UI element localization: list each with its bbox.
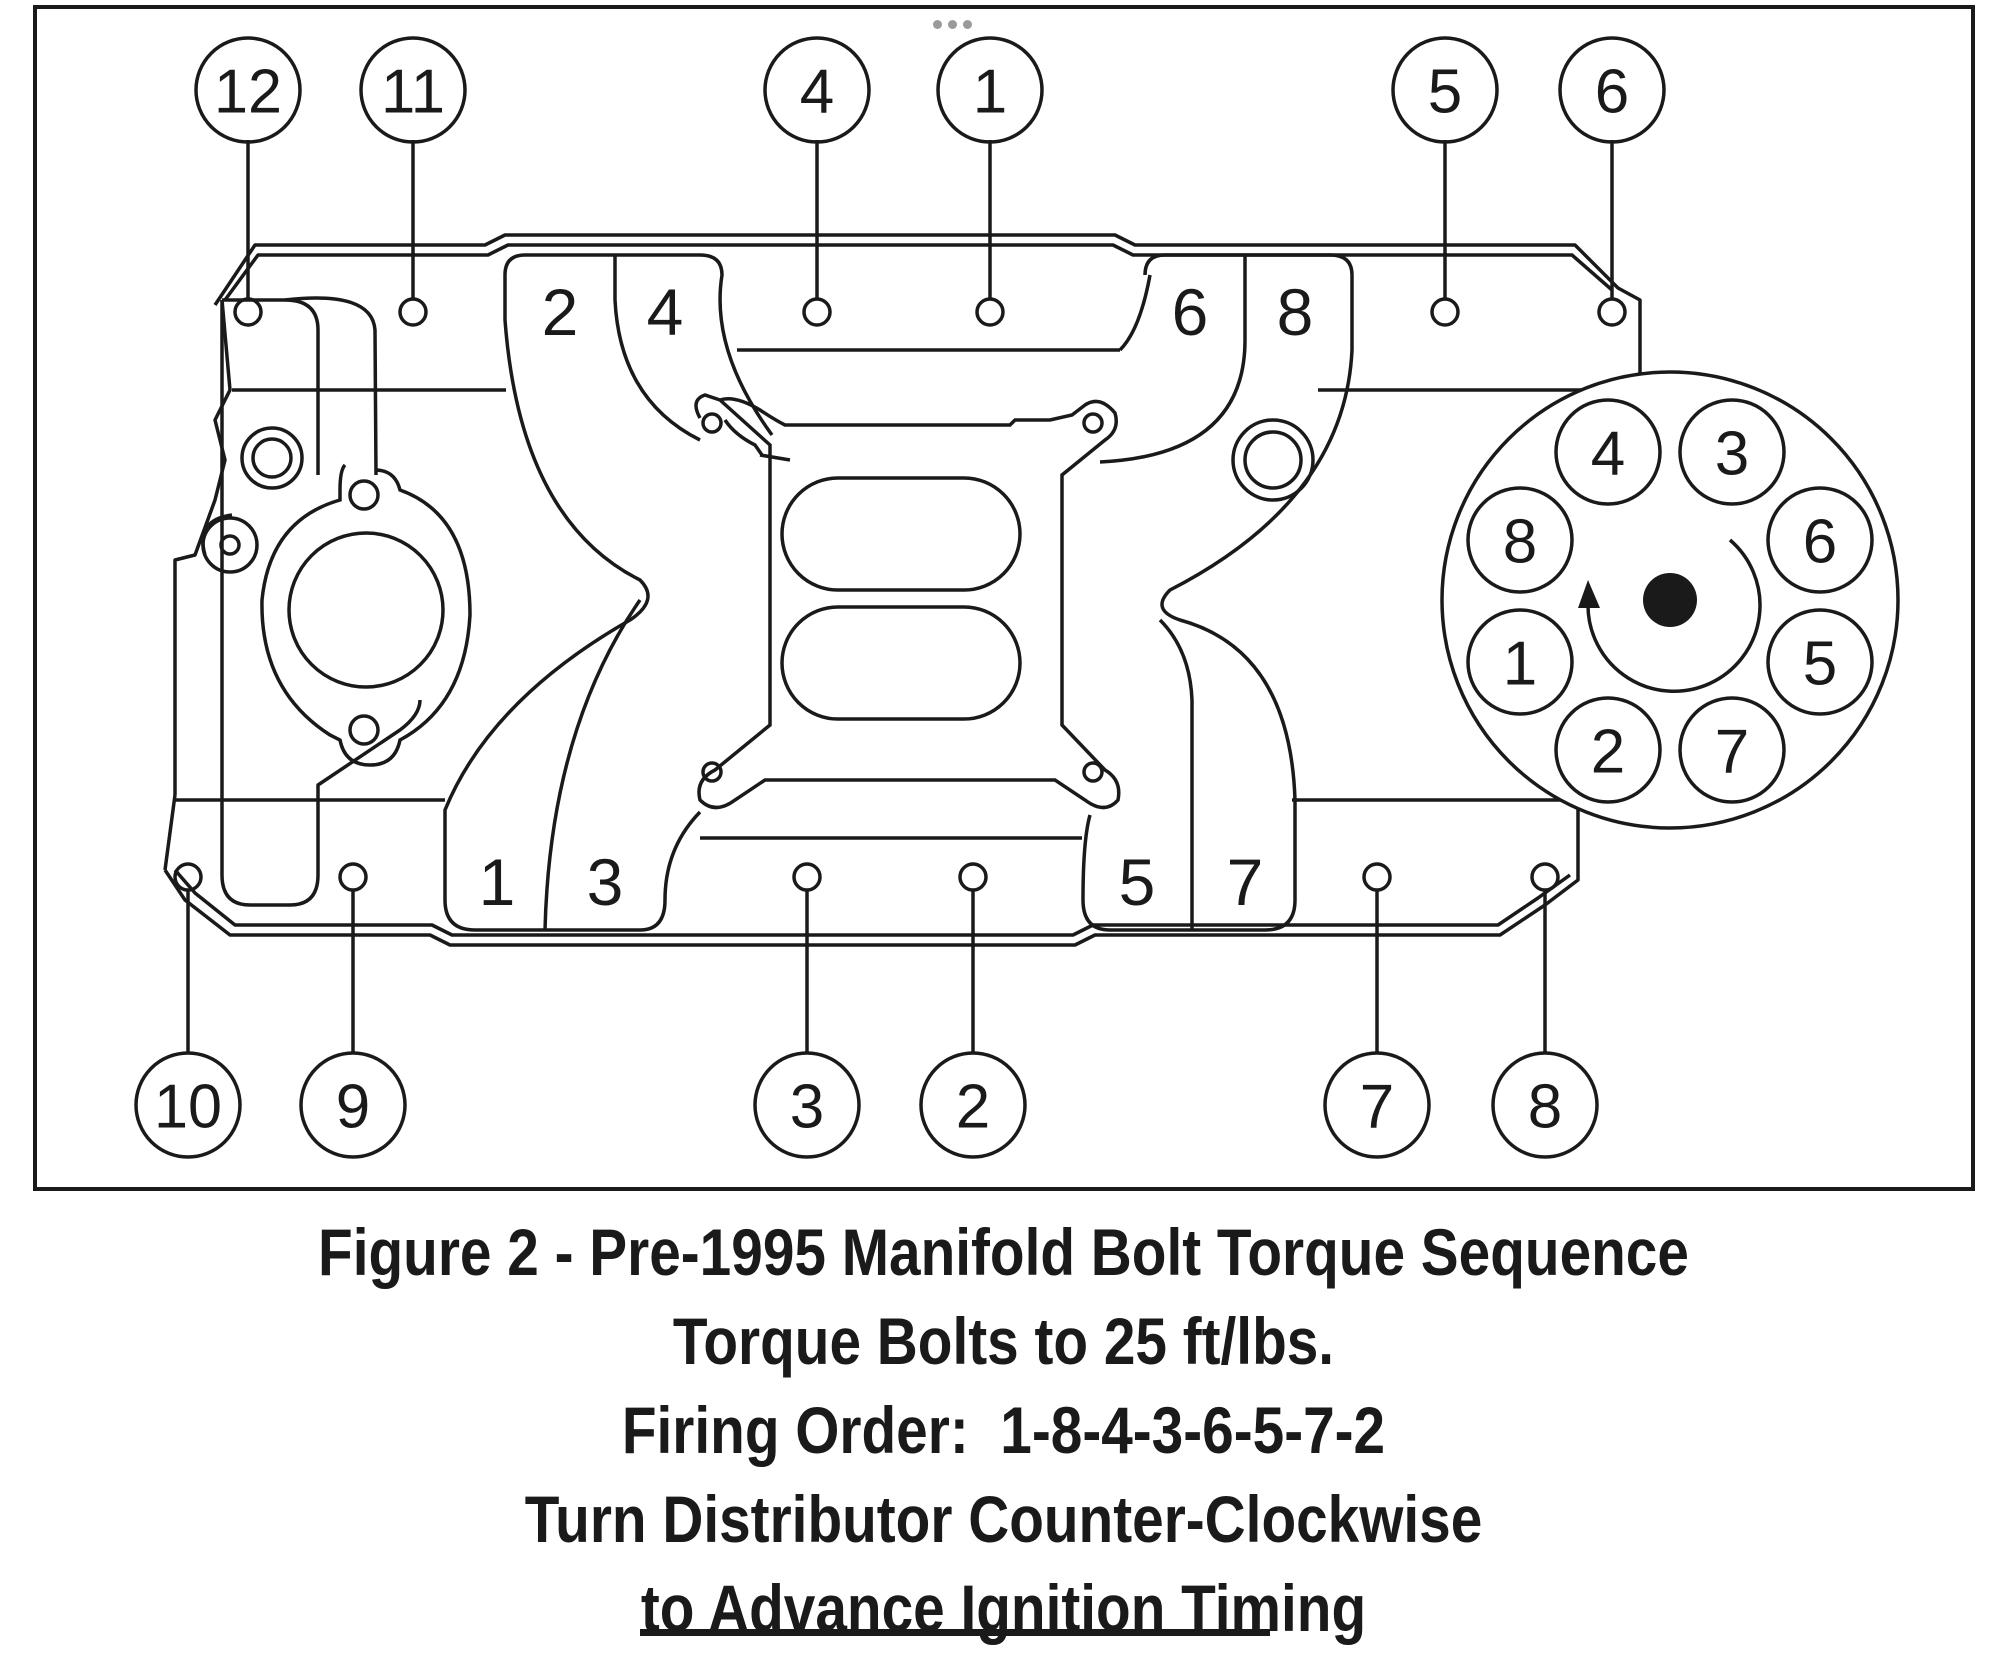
dot: [932, 19, 942, 29]
callout-label: 3: [790, 1073, 824, 1142]
bolt-hole: [958, 862, 988, 892]
callout-label: 9: [336, 1073, 370, 1142]
runner-label: 1: [479, 845, 516, 919]
runner-label: 7: [1227, 845, 1264, 919]
caption-distributor-direction: Turn Distributor Counter-Clockwise: [524, 1482, 1483, 1556]
runner-label: 2: [542, 275, 579, 349]
counter-clockwise-arrow-icon: [1586, 538, 1762, 693]
bolt-hole: [1530, 862, 1560, 892]
top-callout-labels: 12 11 4 1 5 6: [214, 58, 1629, 127]
bottom-callouts: [134, 1051, 1599, 1159]
runner-labels: 2 4 6 8 1 3 5 7: [479, 275, 1314, 919]
terminal-label: 2: [1591, 718, 1625, 787]
bolt-hole: [792, 862, 822, 892]
figure-frame: [33, 5, 1975, 1191]
cap-terminal: [1554, 398, 1662, 506]
bolt-hole: [233, 297, 263, 327]
bolt-hole: [1362, 862, 1392, 892]
caption-torque-spec: Torque Bolts to 25 ft/lbs.: [672, 1304, 1335, 1378]
callout-label: 10: [154, 1073, 222, 1142]
callout-label: 7: [1360, 1073, 1394, 1142]
runner-label: 3: [587, 845, 624, 919]
callout-label: 4: [800, 58, 834, 127]
bolt-callout: [359, 36, 467, 144]
bolt-hole: [975, 297, 1005, 327]
bolt-callout: [763, 36, 871, 144]
caption-firing-order: Firing Order: 1-8-4-3-6-5-7-2: [621, 1393, 1386, 1467]
runner-label: 4: [647, 275, 684, 349]
terminal-label: 7: [1715, 718, 1749, 787]
bolt-callout: [1323, 1051, 1431, 1159]
runner-label: 6: [1172, 275, 1209, 349]
callout-label: 11: [381, 58, 445, 127]
rotor-center: [1643, 573, 1697, 627]
bolt-callout: [753, 1051, 861, 1159]
cap-terminal: [1678, 696, 1786, 804]
bolt-callout: [1491, 1051, 1599, 1159]
cap-terminal: [1466, 486, 1574, 594]
figure-caption: Figure 2 - Pre-1995 Manifold Bolt Torque…: [0, 1208, 2007, 1653]
cap-terminal: [1766, 608, 1874, 716]
bolt-callout: [1391, 36, 1499, 144]
cap-terminal: [1678, 398, 1786, 506]
bolt-hole: [1597, 297, 1627, 327]
carburetor-pad: [694, 393, 1121, 810]
bottom-callout-labels: 10 9 3 2 7 8: [154, 1073, 1562, 1142]
dot: [962, 19, 972, 29]
bolt-callout: [299, 1051, 407, 1159]
bolt-hole: [802, 297, 832, 327]
distributor-cap: [1440, 370, 1900, 830]
callout-label: 8: [1528, 1073, 1562, 1142]
terminal-label: 8: [1503, 508, 1537, 577]
callout-label: 12: [214, 58, 282, 127]
callout-label: 6: [1595, 58, 1629, 127]
callout-label: 2: [956, 1073, 990, 1142]
bypass-boss: [1231, 418, 1315, 502]
dot: [947, 19, 957, 29]
water-outlet: [201, 426, 472, 767]
leader-lines: [186, 140, 1614, 1053]
terminal-label: 4: [1591, 420, 1625, 489]
bolt-callout: [919, 1051, 1027, 1159]
runner-label: 8: [1277, 275, 1314, 349]
bolt-callout: [134, 1051, 242, 1159]
cap-terminal: [1466, 608, 1574, 716]
cap-terminal: [1766, 486, 1874, 594]
callout-label: 5: [1428, 58, 1462, 127]
terminal-label: 1: [1503, 630, 1537, 699]
terminal-label: 5: [1803, 630, 1837, 699]
top-callouts: [194, 36, 1666, 144]
bolt-hole: [338, 862, 368, 892]
bolt-hole: [398, 297, 428, 327]
terminal-label: 3: [1715, 420, 1749, 489]
bolt-callout: [1558, 36, 1666, 144]
callout-label: 1: [973, 58, 1007, 127]
cap-terminal-labels: 4 3 8 6 1 5 2 7: [1503, 420, 1837, 787]
more-options-icon[interactable]: [928, 14, 976, 34]
bolt-callout: [936, 36, 1044, 144]
bolt-hole: [1430, 297, 1460, 327]
bolt-callout: [194, 36, 302, 144]
runner-label: 5: [1119, 845, 1156, 919]
terminal-label: 6: [1803, 508, 1837, 577]
caption-title: Figure 2 - Pre-1995 Manifold Bolt Torque…: [318, 1215, 1689, 1289]
caption-underline: [640, 1629, 1270, 1636]
cap-terminal: [1554, 696, 1662, 804]
